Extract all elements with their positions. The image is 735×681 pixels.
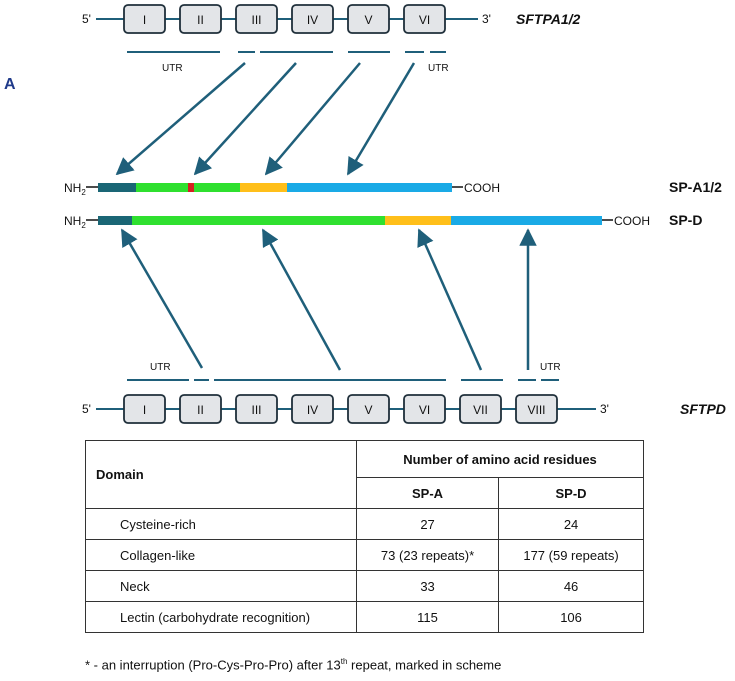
sftpa-exon-label: I	[143, 13, 146, 27]
sftpa-three-prime-label: 3'	[482, 12, 491, 26]
sftpd-exon-label: III	[251, 403, 261, 417]
row-domain: Collagen-like	[85, 539, 357, 571]
sp-a-protein-name: SP-A1/2	[669, 179, 722, 195]
sftpa-exon-box	[179, 4, 222, 34]
table-subheader-row: SP-A SP-D	[86, 477, 644, 509]
row-sp-a-value: 115	[355, 601, 500, 633]
sftpa-utr-right-label: UTR	[428, 63, 449, 74]
arrow-exon-to-cysteine	[115, 62, 246, 176]
sp-a-cysteine-rich-domain	[98, 183, 136, 192]
sp-d-cooh-label: COOH	[614, 214, 650, 228]
sftpa-exon-label: V	[364, 13, 372, 27]
sftpd-exon-box	[347, 394, 390, 424]
footnote: * - an interruption (Pro-Cys-Pro-Pro) af…	[85, 657, 501, 672]
sp-d-collagen-like-domain	[132, 216, 385, 225]
row-sp-a-value: 73 (23 repeats)*	[355, 539, 500, 571]
sftpd-exon-box	[515, 394, 558, 424]
arrow-exon-to-collagen	[193, 62, 297, 176]
sftpd-exon-label: II	[197, 403, 204, 417]
sftpd-exon-box	[235, 394, 278, 424]
footnote-text-end: repeat, marked in scheme	[347, 657, 502, 673]
sftpa-exon-label: II	[197, 13, 204, 27]
sftpd-exon-box	[179, 394, 222, 424]
sftpd-utr-right-label: UTR	[540, 362, 561, 373]
sftpa-utr-left-label: UTR	[162, 63, 183, 74]
sftpd-exon-label: VII	[473, 403, 488, 417]
row-sp-d-value: 106	[498, 601, 644, 633]
sftpa-exon-label: VI	[419, 13, 430, 27]
sftpd-gene-name: SFTPD	[680, 401, 726, 417]
table-row: Lectin (carbohydrate recognition) 115 10…	[85, 601, 644, 633]
sftpa-five-prime-label: 5'	[82, 12, 91, 26]
row-sp-d-value: 46	[498, 570, 644, 602]
sp-a-collagen-interruption	[188, 183, 194, 192]
sftpa-exon-box	[123, 4, 166, 34]
panel-letter: A	[4, 76, 16, 93]
sftpd-arrows	[120, 228, 537, 371]
sftpd-utr-left-label: UTR	[150, 362, 171, 373]
sp-a-protein: NH2 COOH SP-A1/2	[64, 179, 722, 197]
sftpd-five-prime-label: 5'	[82, 402, 91, 416]
row-sp-d-value: 177 (59 repeats)	[498, 539, 644, 571]
row-domain: Neck	[85, 570, 357, 602]
arrow-exon-to-lectin	[346, 62, 416, 176]
row-sp-a-value: 33	[355, 570, 500, 602]
sftpd-exon-label: IV	[307, 403, 318, 417]
sftpa-exon-label: III	[251, 13, 261, 27]
sftpd-exon-box	[123, 394, 166, 424]
row-domain: Cysteine-rich	[85, 508, 357, 540]
footnote-superscript: th	[340, 657, 348, 666]
sftpa-exon-box	[235, 4, 278, 34]
table-row: Cysteine-rich 27 24	[85, 508, 644, 540]
sp-a-nh2-label: NH2	[64, 181, 86, 197]
sftpd-exon-box	[403, 394, 446, 424]
sp-d-protein-name: SP-D	[669, 212, 702, 228]
row-domain: Lectin (carbohydrate recognition)	[85, 601, 357, 633]
sftpa-exon-box	[291, 4, 334, 34]
sp-d-cysteine-rich-domain	[98, 216, 132, 225]
sp-a-cooh-label: COOH	[464, 181, 500, 195]
arrow-exon-to-sp-d-collagen	[261, 228, 342, 371]
sp-d-protein: NH2 COOH SP-D	[64, 212, 702, 230]
header-domain: Domain	[85, 440, 357, 509]
table-header-row: Domain Number of amino acid residues	[85, 440, 644, 509]
sftpa-gene-name: SFTPA1/2	[516, 11, 581, 27]
footnote-text: * - an interruption (Pro-Cys-Pro-Pro) af…	[85, 657, 341, 673]
table-row: Collagen-like 73 (23 repeats)* 177 (59 r…	[85, 539, 644, 571]
arrow-exon-to-sp-d-neck	[417, 228, 483, 371]
arrow-exon-to-sp-d-cysteine	[120, 228, 204, 369]
row-sp-d-value: 24	[498, 508, 644, 540]
sp-d-neck-domain	[385, 216, 451, 225]
sftpd-exon-label: V	[364, 403, 372, 417]
sftpd-exon-label: VIII	[527, 403, 545, 417]
table-row: Neck 33 46	[85, 570, 644, 602]
sp-a-lectin-domain	[287, 183, 452, 192]
sftpa-arrows	[115, 62, 416, 176]
sftpd-exon-label: I	[143, 403, 146, 417]
header-residues: Number of amino acid residues	[356, 440, 644, 478]
sftpd-three-prime-label: 3'	[600, 402, 609, 416]
sftpa-exon-label: IV	[307, 13, 318, 27]
sp-d-lectin-domain	[451, 216, 602, 225]
sftpa-exon-box	[347, 4, 390, 34]
sftpa-exon-box	[403, 4, 446, 34]
sp-a-neck-domain	[240, 183, 287, 192]
domain-table: Domain Number of amino acid residues SP-…	[85, 440, 644, 633]
sp-d-nh2-label: NH2	[64, 214, 86, 230]
sftpd-exon-label: VI	[419, 403, 430, 417]
row-sp-a-value: 27	[355, 508, 500, 540]
sftpd-exon-box	[459, 394, 502, 424]
header-sp-d: SP-D	[498, 477, 644, 509]
sftpd-exon-box	[291, 394, 334, 424]
arrow-exon-to-neck	[264, 62, 361, 176]
header-sp-a: SP-A	[355, 477, 500, 509]
